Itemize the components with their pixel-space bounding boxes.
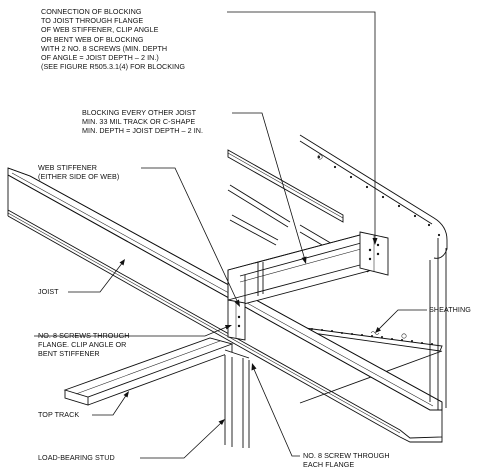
- leader-top-track: [92, 393, 128, 416]
- leader-joist: [68, 261, 124, 293]
- leader-web-stiffener: [141, 167, 239, 304]
- top-track-channel: [63, 337, 234, 406]
- web-stiffener-right: [359, 231, 389, 276]
- leader-blocking: [232, 112, 306, 261]
- leader-screw-each: [252, 366, 300, 457]
- label-connection: CONNECTION OF BLOCKING TO JOIST THROUGH …: [41, 7, 185, 72]
- label-sheathing: SHEATHING: [429, 305, 471, 314]
- web-stiffener-left: [227, 270, 246, 341]
- sheathing-squiggle: [370, 331, 380, 335]
- sheathing-panel: [260, 135, 445, 432]
- sheathing-screw-dots: [311, 155, 441, 345]
- rim-track: [429, 238, 447, 410]
- leader-lines: [34, 11, 427, 459]
- sheathing-outline: [299, 134, 448, 259]
- leader-connection: [227, 11, 376, 242]
- leader-screws-flange: [34, 325, 230, 337]
- label-screws-flange: NO. 8 SCREWS THROUGH FLANGE. CLIP ANGLE …: [38, 331, 130, 359]
- label-screw-each: NO. 8 SCREW THROUGH EACH FLANGE: [303, 451, 390, 470]
- label-top-track: TOP TRACK: [38, 410, 80, 419]
- leader-stud: [140, 421, 223, 459]
- label-stud: LOAD-BEARING STUD: [38, 453, 115, 462]
- load-bearing-stud: [224, 349, 250, 448]
- label-web-stiffener: WEB STIFFENER (EITHER SIDE OF WEB): [38, 163, 120, 182]
- label-blocking: BLOCKING EVERY OTHER JOIST MIN. 33 MIL T…: [82, 108, 204, 136]
- blocking-verticals: [257, 262, 264, 296]
- leader-sheathing: [377, 309, 427, 331]
- label-joist: JOIST: [38, 287, 59, 296]
- main-joist: [7, 167, 443, 443]
